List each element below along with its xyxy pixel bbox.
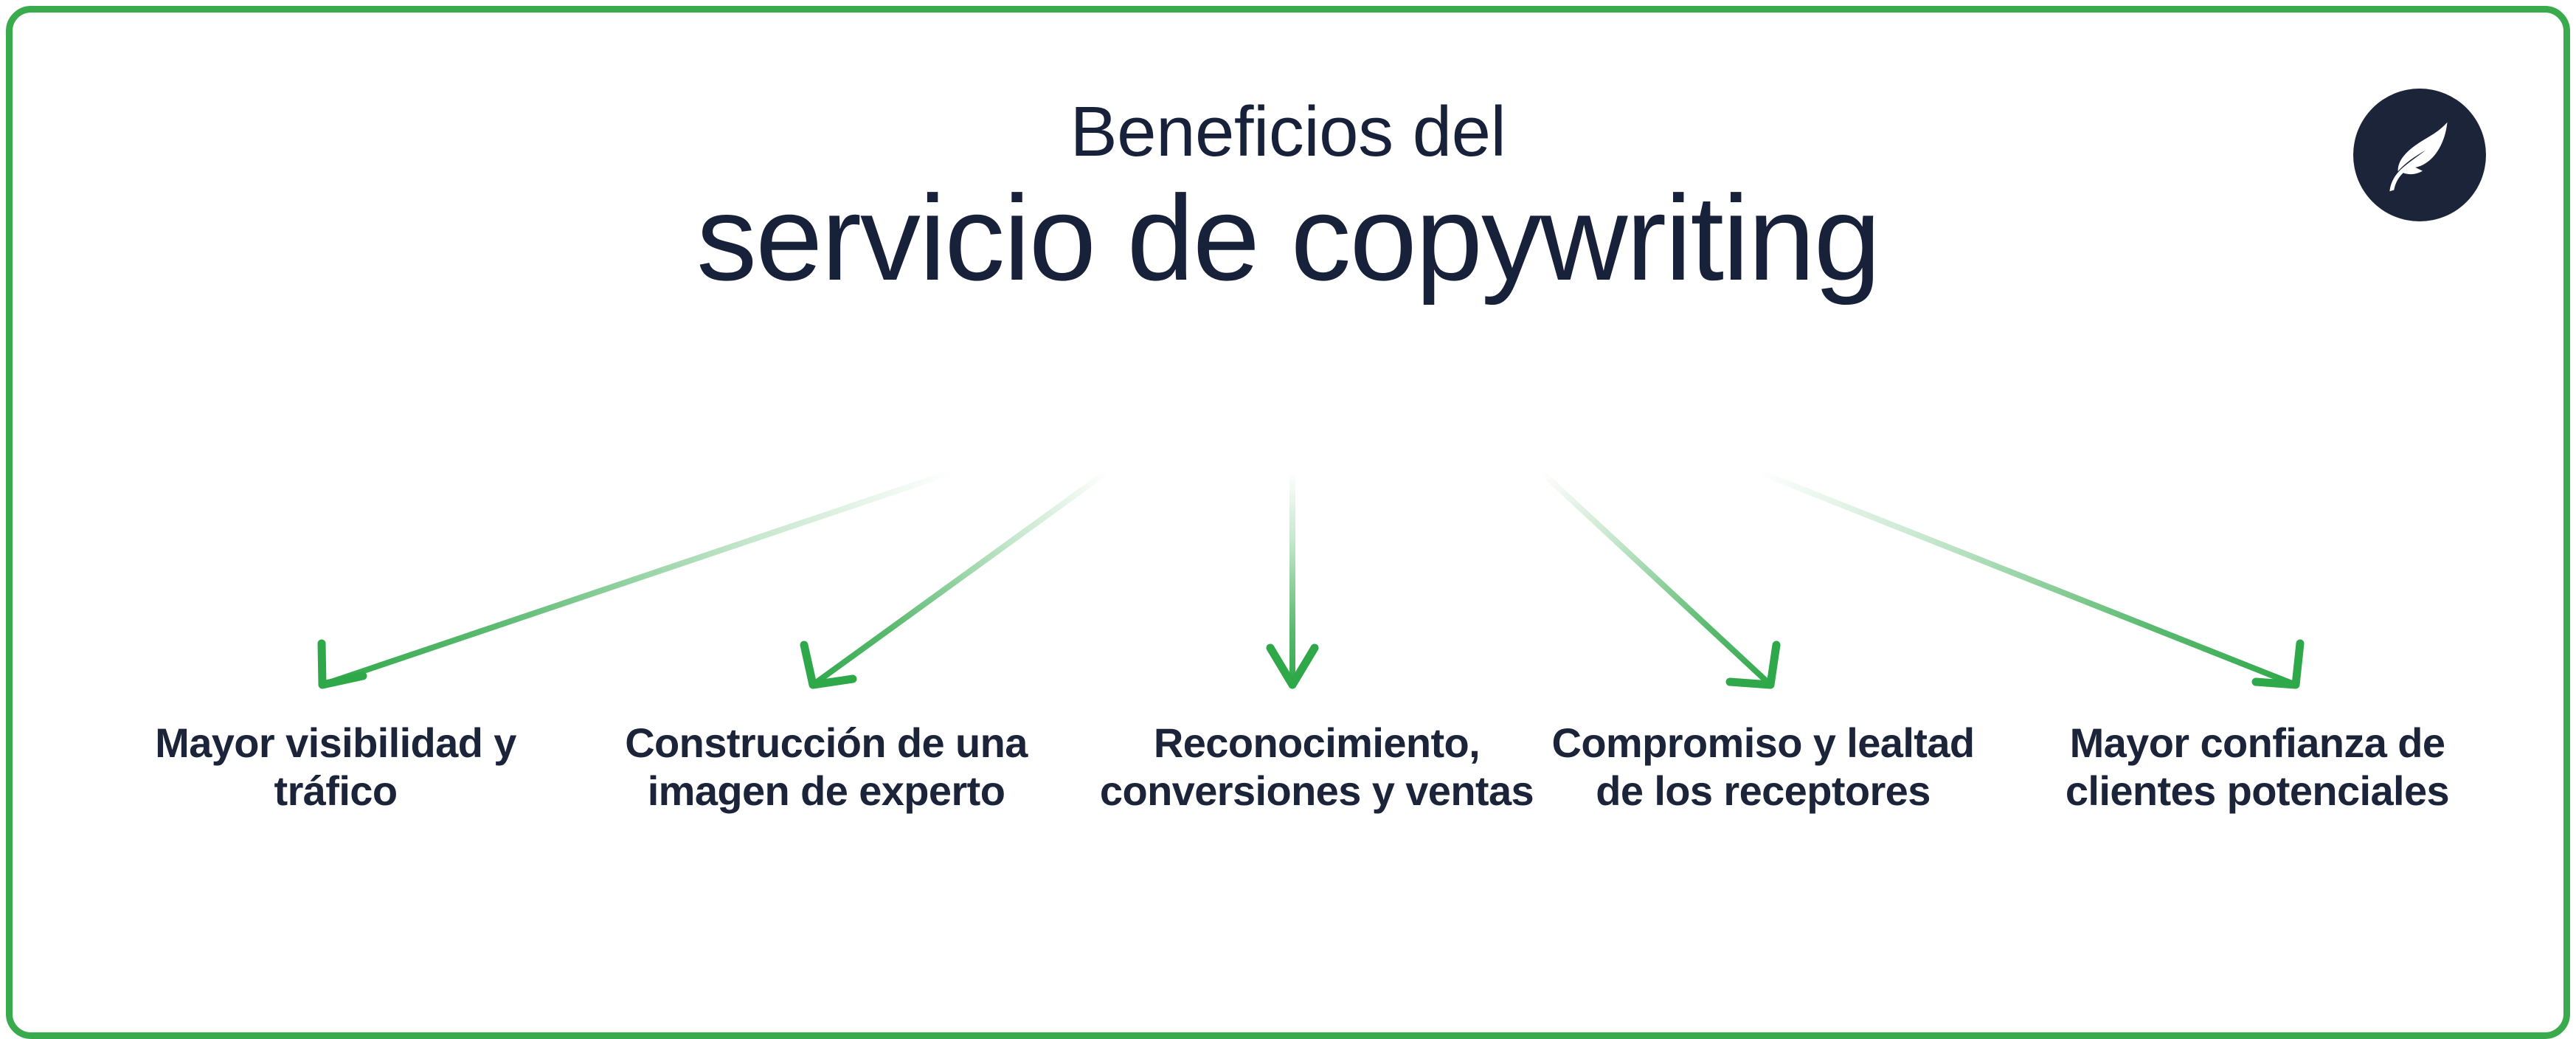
page-title: servicio de copywriting [696, 170, 1881, 306]
heading-block: Beneficios del servicio de copywriting [0, 94, 2576, 303]
infographic-canvas: Beneficios del servicio de copywriting [0, 6, 2576, 1039]
benefit-label: Mayor confianza de clientes potenciales [2065, 719, 2450, 814]
benefit-label: Compromiso y lealtad de los receptores [1551, 719, 1975, 814]
benefit-label: Reconocimiento, conversiones y ventas [1099, 719, 1534, 814]
page-subtitle: Beneficios del [1070, 92, 1506, 171]
benefit-label: Construcción de una imagen de experto [625, 719, 1028, 814]
brand-logo[interactable] [2353, 89, 2486, 221]
benefit-label: Mayor visibilidad y tráfico [155, 719, 516, 814]
benefit-label-list: Mayor visibilidad y tráfico Construcción… [0, 719, 2576, 889]
feather-quill-icon [2378, 114, 2461, 196]
